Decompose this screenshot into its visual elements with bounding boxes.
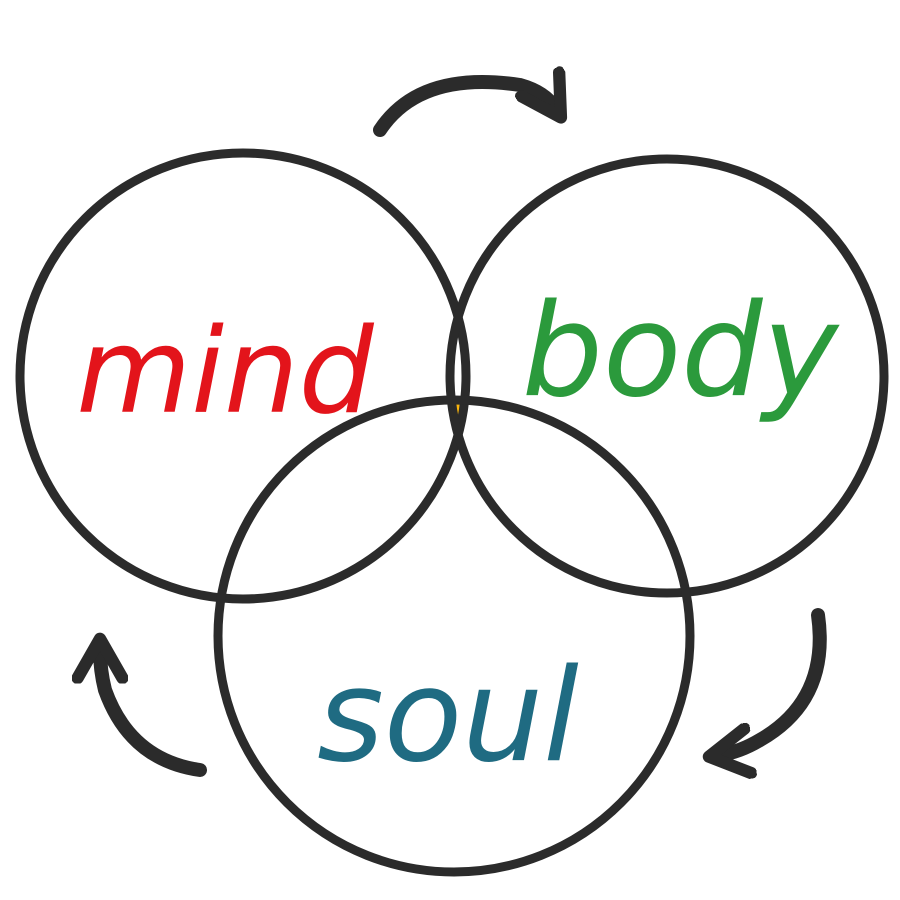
top-arrow-icon [373,82,555,137]
mind-label: mind [76,302,375,440]
mind-circle [15,148,471,604]
body-circle [445,154,889,598]
soul-circle [213,395,695,877]
body-label: body [522,277,841,426]
left-arrow-icon [100,650,207,777]
right-arrow-icon [720,608,827,755]
soul-label: soul [317,642,579,791]
